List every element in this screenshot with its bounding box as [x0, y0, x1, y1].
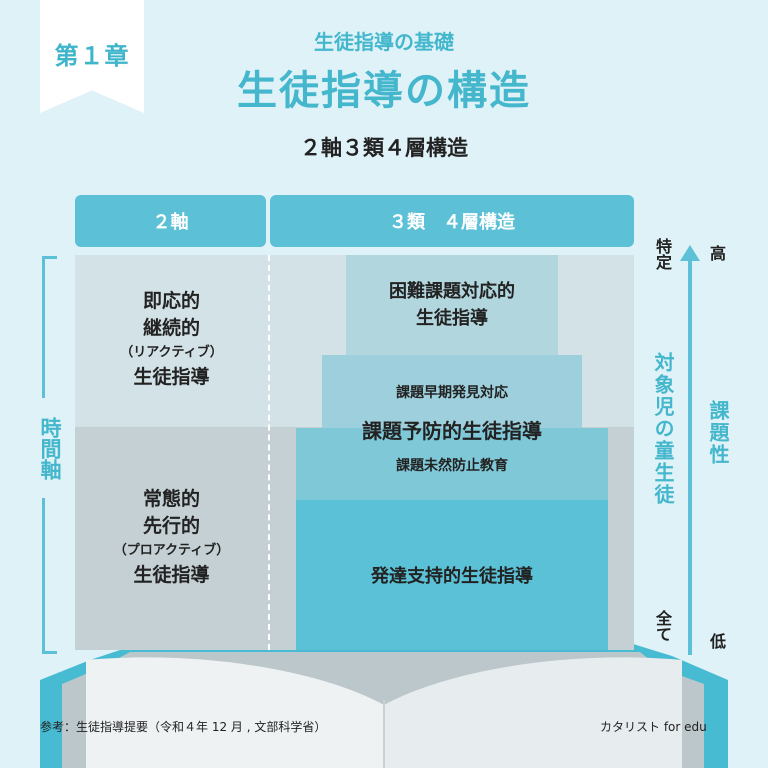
subtitle: 生徒指導の基礎 [314, 30, 454, 54]
reactive-line2: 継続的 [142, 317, 200, 339]
layer-difficult-issue: 困難課題対応的 生徒指導 [346, 255, 558, 355]
column-divider [268, 255, 270, 650]
layer-early-response [322, 355, 582, 428]
label-specific: 特定 [653, 238, 672, 270]
label-target-students: 対象児の童生徒 [651, 352, 675, 506]
structure-label: ２軸３類４層構造 [300, 136, 468, 160]
label-all: 全て [653, 610, 672, 642]
proactive-guidance: 常態的 先行的 （プロアクティブ） 生徒指導 [75, 486, 268, 589]
chapter-label: 第１章 [54, 42, 130, 70]
footer-reference: 参考：生徒指導提要（令和４年 12 月 , 文部科学省） [40, 720, 327, 734]
proactive-line1: 常態的 [142, 488, 200, 510]
early-response-label: 課題早期発見対応 [396, 385, 508, 401]
reactive-line1: 即応的 [142, 290, 200, 312]
header-types: ３類 ４層構造 [270, 195, 634, 247]
reactive-guidance: 即応的 継続的 （リアクティブ） 生徒指導 [75, 288, 268, 391]
layer-development: 発達支持的生徒指導 [296, 500, 608, 650]
layer-difficult-line1: 困難課題対応的 [389, 281, 515, 302]
footer-brand: カタリスト for edu [600, 720, 707, 734]
prevention-label: 課題予防的生徒指導 [362, 419, 542, 443]
page-title: 生徒指導の構造 [237, 68, 531, 114]
layer-development-label: 発達支持的生徒指導 [371, 566, 533, 587]
layer-difficult-line2: 生徒指導 [416, 308, 488, 329]
layer-prevention [296, 428, 608, 500]
up-arrow-icon [680, 245, 700, 655]
proactive-line3: 生徒指導 [133, 564, 210, 586]
header-axes: ２軸 [75, 195, 266, 247]
label-high: 高 [710, 244, 727, 263]
label-low: 低 [710, 632, 727, 651]
proactive-paren: （プロアクティブ） [113, 543, 230, 558]
time-axis-label: 時間軸 [30, 398, 70, 498]
unforeseen-label: 課題未然防止教育 [396, 458, 508, 474]
label-issue-level: 課題性 [706, 400, 730, 466]
proactive-line2: 先行的 [142, 515, 200, 537]
reactive-line3: 生徒指導 [133, 366, 210, 388]
reactive-paren: （リアクティブ） [120, 345, 223, 360]
